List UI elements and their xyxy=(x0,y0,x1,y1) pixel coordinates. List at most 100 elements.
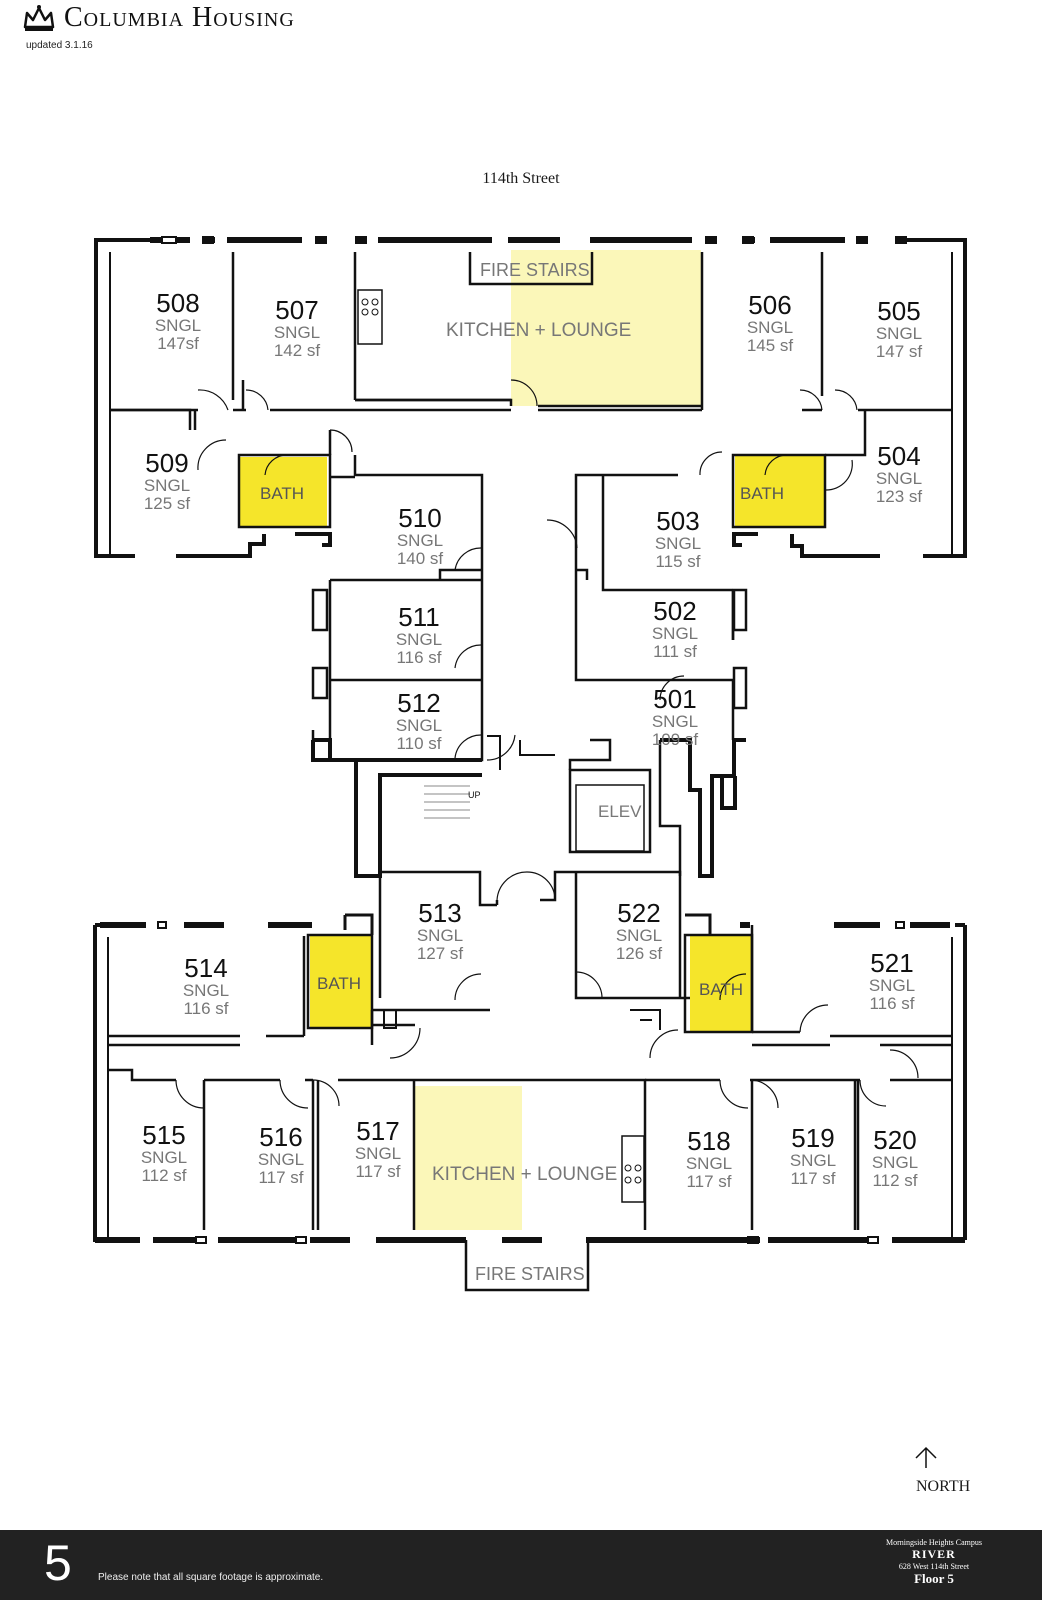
left-stem-wall xyxy=(311,738,482,878)
room-number: 505 xyxy=(877,296,921,326)
room-number: 509 xyxy=(145,448,189,478)
room-sf: 126 sf xyxy=(615,944,663,963)
room-sf: 116 sf xyxy=(869,994,915,1013)
room-515[interactable]: 515 SNGL 112 sf xyxy=(129,1122,199,1184)
room-number: 521 xyxy=(870,948,914,978)
room-type: SNGL xyxy=(140,1148,188,1167)
north-arrow-icon xyxy=(915,1446,937,1468)
room-507[interactable]: 507 SNGL 142 sf xyxy=(262,297,332,359)
kitchen-lounge-top-label: KITCHEN + LOUNGE xyxy=(446,320,632,341)
room-522[interactable]: 522 SNGL 126 sf xyxy=(604,900,674,962)
campus-name: Morningside Heights Campus xyxy=(886,1538,982,1547)
room-sf: 145 sf xyxy=(746,336,794,355)
room-502[interactable]: 502 SNGL 111 sf xyxy=(640,598,710,660)
room-520[interactable]: 520 SNGL 112 sf xyxy=(860,1127,930,1189)
room-518[interactable]: 518 SNGL 117 sf xyxy=(674,1128,744,1190)
footer-bar: 5 Please note that all square footage is… xyxy=(0,1530,1042,1600)
room-501[interactable]: 501 SNGL 109 sf xyxy=(640,686,710,748)
room-type: SNGL xyxy=(868,976,916,995)
room-sf: 109 sf xyxy=(651,730,699,749)
room-number: 514 xyxy=(184,953,228,983)
elevator-shaft xyxy=(568,768,652,854)
room-519[interactable]: 519 SNGL 117 sf xyxy=(778,1125,848,1187)
room-type: SNGL xyxy=(654,534,702,553)
right-stem-wall xyxy=(660,738,746,878)
room-type: SNGL xyxy=(182,981,230,1000)
room-number: 517 xyxy=(356,1116,400,1146)
room-number: 503 xyxy=(656,506,700,536)
room-514[interactable]: 514 SNGL 116 sf xyxy=(171,955,241,1017)
bath-bl-fill xyxy=(310,936,372,1028)
room-number: 520 xyxy=(873,1125,917,1155)
room-511[interactable]: 511 SNGL 116 sf xyxy=(384,604,454,666)
room-sf: 116 sf xyxy=(183,999,229,1018)
room-508[interactable]: 508 SNGL 147sf xyxy=(148,290,208,352)
room-505[interactable]: 505 SNGL 147 sf xyxy=(864,298,934,360)
floor-number: 5 xyxy=(44,1535,72,1591)
building-address: 628 West 114th Street xyxy=(898,1562,970,1571)
room-504[interactable]: 504 SNGL 123 sf xyxy=(864,443,934,505)
room-sf: 117 sf xyxy=(355,1162,401,1181)
room-type: SNGL xyxy=(685,1154,733,1173)
fire-stairs-top-label: FIRE STAIRS xyxy=(480,260,590,280)
room-sf: 140 sf xyxy=(396,549,444,568)
room-number: 518 xyxy=(687,1126,731,1156)
building-info: Morningside Heights Campus RIVER 628 Wes… xyxy=(886,1538,982,1587)
floor-label: Floor 5 xyxy=(914,1571,954,1586)
room-509[interactable]: 509 SNGL 125 sf xyxy=(132,450,202,512)
bath-tr-fill xyxy=(735,455,825,527)
room-number: 515 xyxy=(142,1120,186,1150)
stairs-up-label: UP xyxy=(468,790,481,800)
top-wing-outer-wall xyxy=(94,238,967,558)
room-number: 519 xyxy=(791,1123,835,1153)
room-type: SNGL xyxy=(273,323,321,342)
fire-stairs-bottom-label: FIRE STAIRS xyxy=(475,1264,585,1284)
room-sf: 115 sf xyxy=(655,552,701,571)
brand-name: Columbia Housing xyxy=(64,2,295,33)
room-503[interactable]: 503 SNGL 115 sf xyxy=(643,508,713,570)
bath-br-label: BATH xyxy=(699,980,744,999)
kitchen-lounge-bottom-fill xyxy=(414,1086,522,1230)
room-517[interactable]: 517 SNGL 117 sf xyxy=(343,1118,413,1180)
room-510[interactable]: 510 SNGL 140 sf xyxy=(385,505,455,567)
room-type: SNGL xyxy=(416,926,464,945)
room-type: SNGL xyxy=(651,712,699,731)
elevator-label: ELEV xyxy=(598,802,642,821)
room-516[interactable]: 516 SNGL 117 sf xyxy=(246,1124,316,1186)
room-506[interactable]: 506 SNGL 145 sf xyxy=(735,292,805,354)
room-number: 511 xyxy=(398,602,440,632)
bath-bl-label: BATH xyxy=(317,974,362,993)
room-type: SNGL xyxy=(354,1144,402,1163)
room-521[interactable]: 521 SNGL 116 sf xyxy=(857,950,927,1012)
room-number: 501 xyxy=(653,684,697,714)
room-513[interactable]: 513 SNGL 127 sf xyxy=(405,900,475,962)
room-type: SNGL xyxy=(746,318,794,337)
room-sf: 116 sf xyxy=(396,648,442,667)
room-type: SNGL xyxy=(395,716,443,735)
room-sf: 142 sf xyxy=(273,341,321,360)
crown-icon xyxy=(23,5,55,31)
disclaimer: Please note that all square footage is a… xyxy=(98,1572,324,1583)
room-number: 510 xyxy=(398,503,442,533)
room-sf: 110 sf xyxy=(396,734,442,753)
room-sf: 147sf xyxy=(157,334,199,353)
room-type: SNGL xyxy=(154,316,202,335)
room-512[interactable]: 512 SNGL 110 sf xyxy=(384,690,454,752)
room-sf: 123 sf xyxy=(875,487,923,506)
room-type: SNGL xyxy=(395,630,443,649)
updated-date: updated 3.1.16 xyxy=(26,40,93,51)
room-number: 507 xyxy=(275,295,319,325)
bath-br-fill xyxy=(690,936,752,1032)
room-number: 512 xyxy=(397,688,441,718)
room-number: 502 xyxy=(653,596,697,626)
room-type: SNGL xyxy=(143,476,191,495)
bath-tl-fill xyxy=(239,457,327,527)
room-number: 504 xyxy=(877,441,921,471)
room-sf: 125 sf xyxy=(143,494,191,513)
room-sf: 117 sf xyxy=(790,1169,836,1188)
room-type: SNGL xyxy=(871,1153,919,1172)
room-sf: 127 sf xyxy=(416,944,464,963)
room-sf: 117 sf xyxy=(258,1168,304,1187)
room-number: 516 xyxy=(259,1122,303,1152)
